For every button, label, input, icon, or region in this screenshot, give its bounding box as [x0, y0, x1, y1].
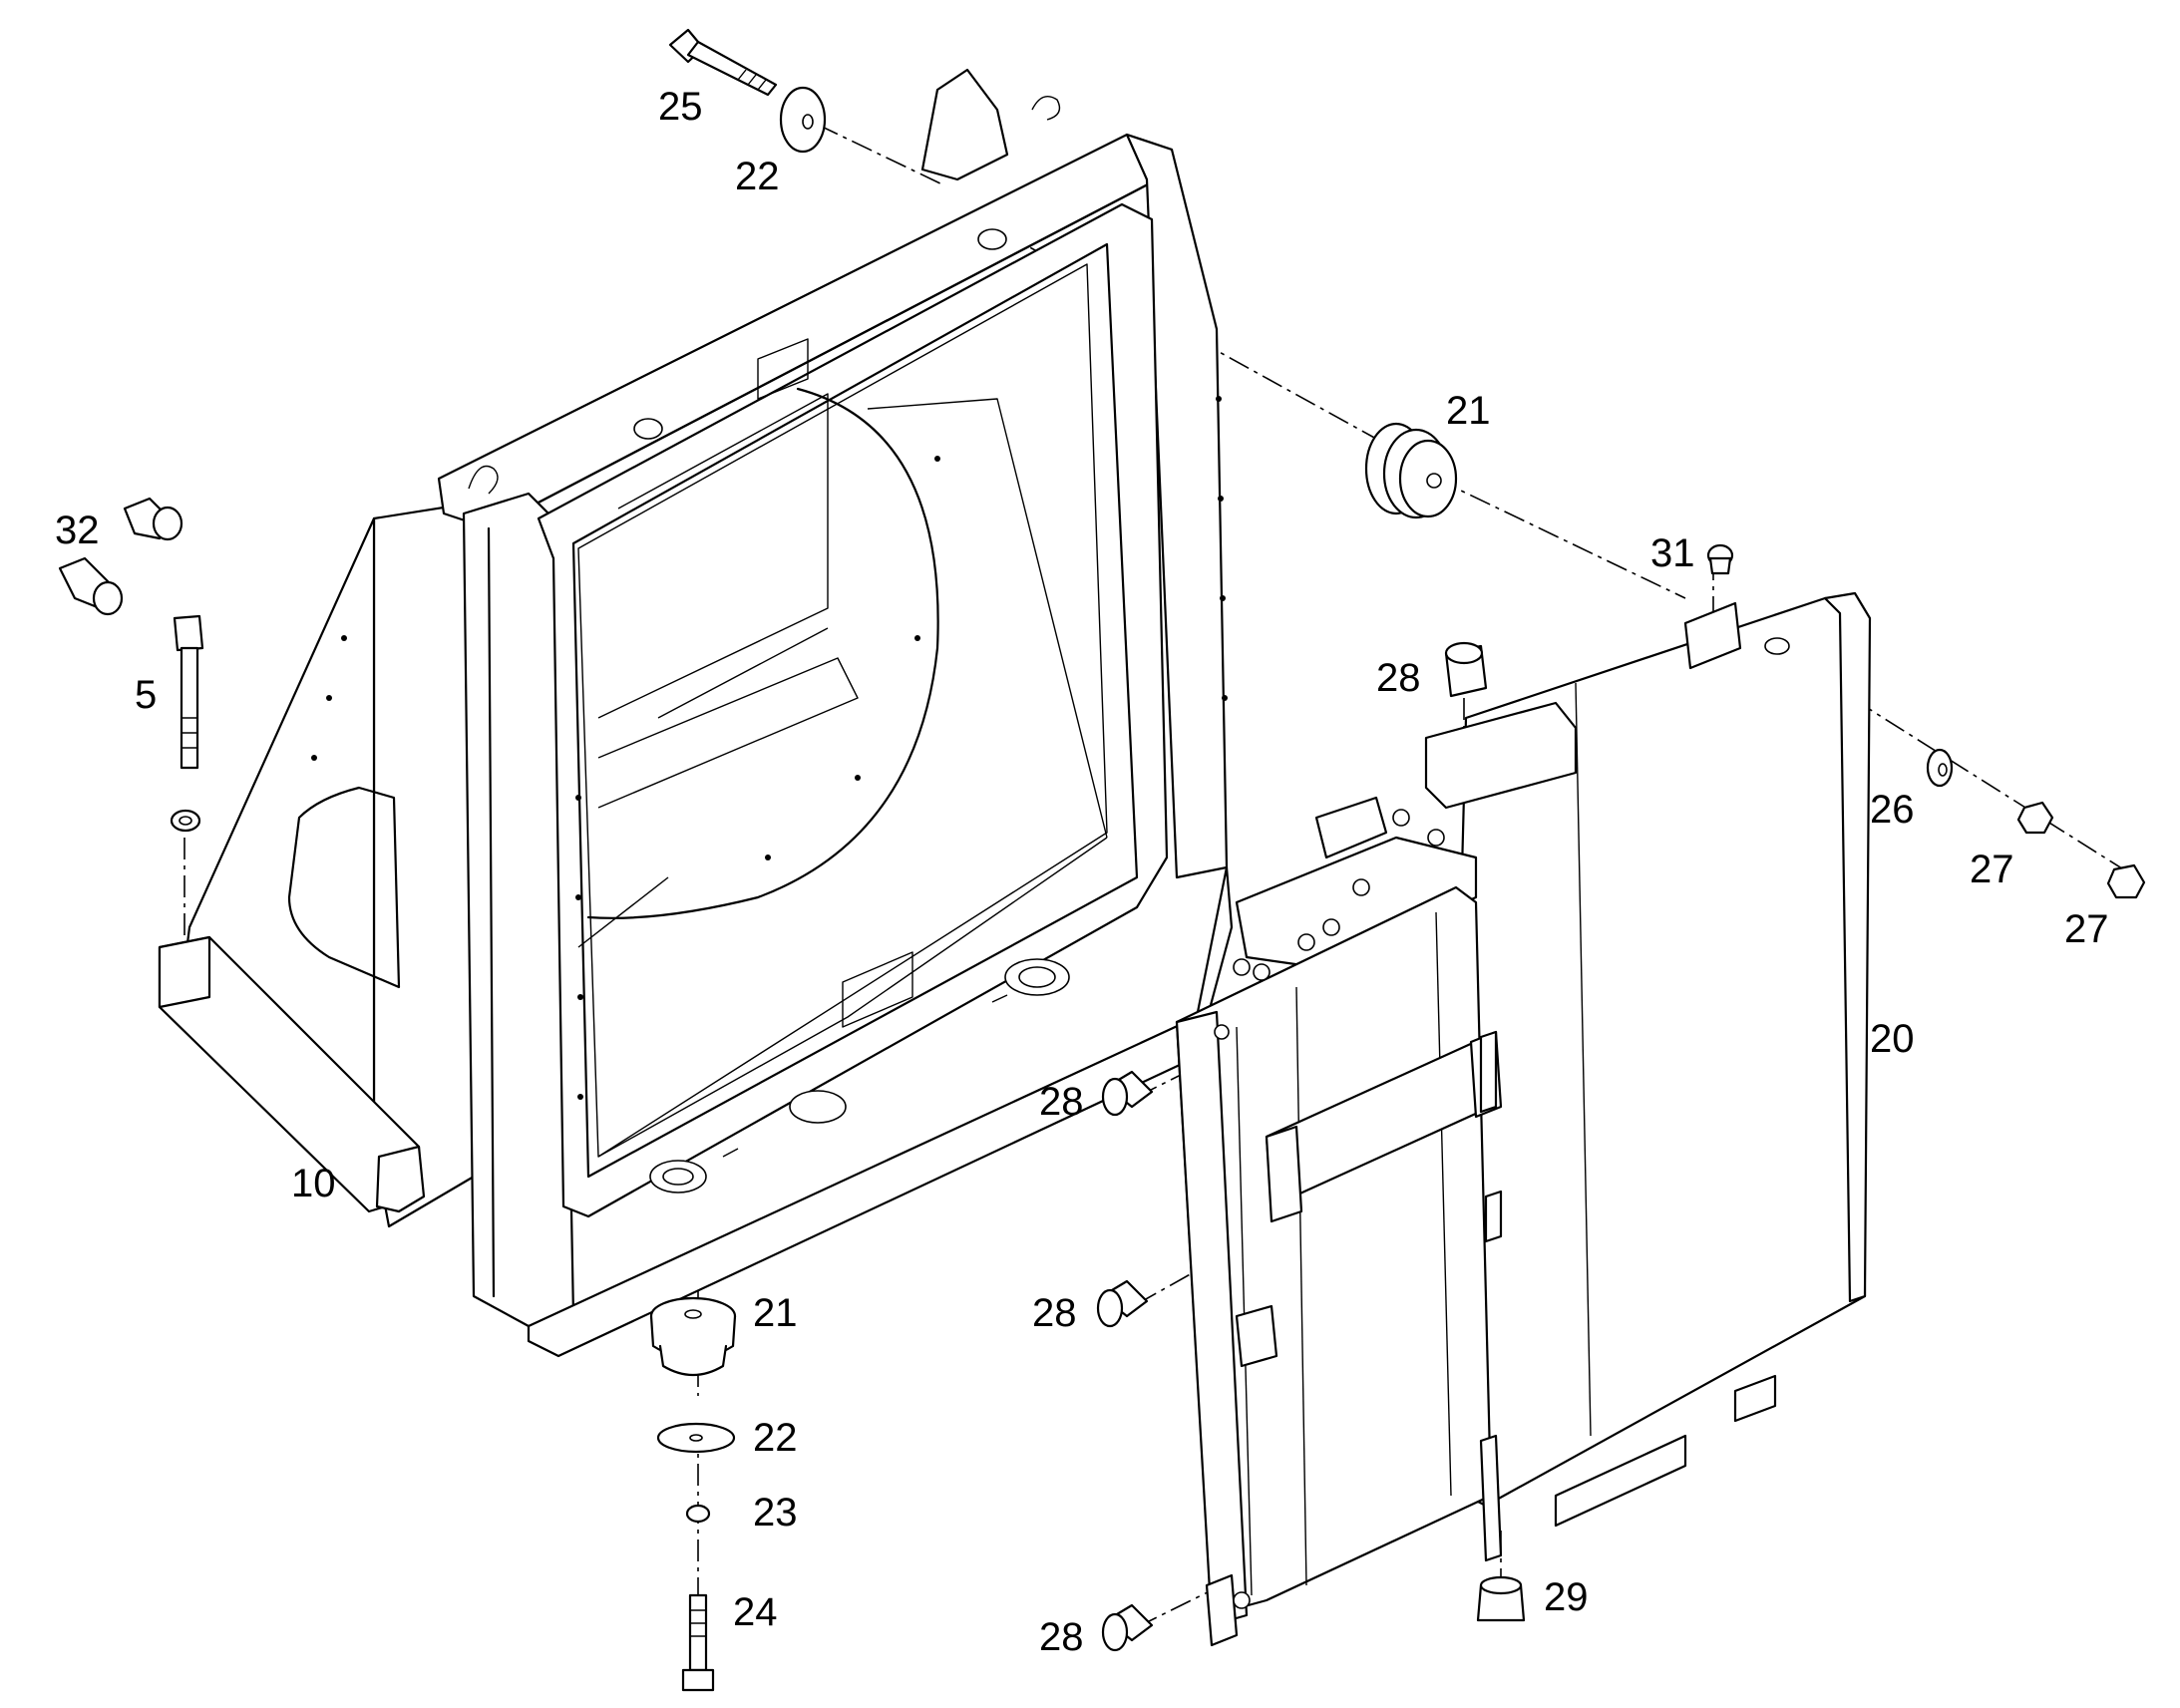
- callout-23: 23: [753, 1491, 798, 1535]
- callout-28-top: 28: [1376, 656, 1421, 700]
- fitting-28-top: [1444, 641, 1488, 698]
- callout-20: 20: [1870, 1017, 1915, 1061]
- callout-28-mid1: 28: [1039, 1080, 1084, 1124]
- washer-22-top: [779, 86, 827, 154]
- callout-26: 26: [1870, 788, 1915, 832]
- callout-27-b: 27: [2064, 907, 2109, 951]
- callout-labels: 25 22 21 32 5 31 28 26 27 27 20 28 10 28…: [55, 85, 2109, 1659]
- callout-21-top: 21: [1446, 389, 1491, 433]
- plug-29: [1476, 1575, 1526, 1622]
- callout-28-bot: 28: [1039, 1615, 1084, 1659]
- callout-21-bot: 21: [753, 1291, 798, 1335]
- callout-32: 32: [55, 509, 100, 552]
- washer-5: [170, 809, 201, 833]
- cooler-assembly: [1175, 701, 1578, 1647]
- callout-27-a: 27: [1970, 848, 2014, 891]
- callout-10: 10: [291, 1162, 336, 1205]
- fittings-32: [58, 497, 183, 616]
- radiator-frame: [158, 68, 1234, 1358]
- fitting-28-mid2: [1096, 1279, 1149, 1328]
- bolt-24: [681, 1593, 715, 1692]
- callout-29: 29: [1544, 1575, 1589, 1619]
- rubber-mount-21-top: [1364, 422, 1458, 519]
- washer-26: [1926, 748, 1954, 788]
- plug-31: [1706, 543, 1734, 575]
- nut-27-a: [2016, 801, 2054, 835]
- callout-31: 31: [1650, 531, 1695, 575]
- washer-22-bot: [656, 1422, 736, 1454]
- fitting-28-mid1: [1101, 1070, 1154, 1117]
- rubber-mount-21-bot: [649, 1296, 737, 1376]
- radiator-core: [1444, 591, 1872, 1528]
- washer-23: [685, 1504, 711, 1524]
- callout-22-bot: 22: [753, 1416, 798, 1460]
- bolt-5: [173, 614, 204, 770]
- nut-27-b: [2106, 863, 2146, 899]
- bolt-25: [668, 28, 778, 97]
- callout-25: 25: [658, 85, 703, 129]
- callout-28-mid2: 28: [1032, 1291, 1077, 1335]
- callout-5: 5: [135, 673, 157, 717]
- callout-24: 24: [733, 1590, 778, 1634]
- callout-22-top: 22: [735, 155, 780, 198]
- fitting-28-bot: [1101, 1603, 1154, 1652]
